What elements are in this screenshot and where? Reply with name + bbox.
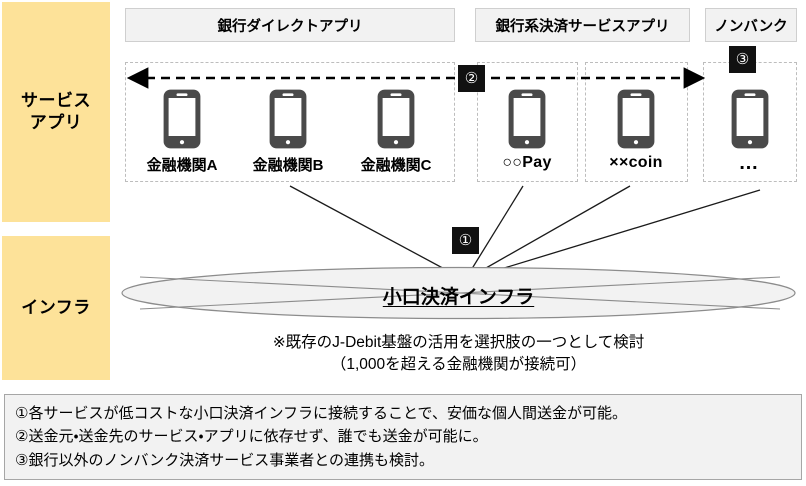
smartphone-icon bbox=[269, 89, 307, 149]
category-header-nonbank: ノンバンク bbox=[705, 8, 797, 42]
group-box-maru-pay bbox=[477, 62, 578, 182]
legend-line-1: ①各サービスが低コストな小口決済インフラに接続することで、安価な個人間送金が可能… bbox=[15, 405, 627, 422]
band-service-text: サービスアプリ bbox=[21, 91, 91, 132]
category-header-nonbank-label: ノンバンク bbox=[714, 18, 788, 35]
footnote-line-2: （1,000を超える金融機関が接続可） bbox=[330, 356, 587, 374]
app-item-kinyu-c[interactable]: 金融機関C bbox=[348, 88, 444, 175]
app-item-xx-coin[interactable]: ××coin bbox=[588, 88, 684, 172]
app-label-kinyu-c: 金融機関C bbox=[360, 157, 432, 174]
app-label-kinyu-a: 金融機関A bbox=[146, 157, 218, 174]
group-box-bank-direct bbox=[125, 62, 455, 182]
badge-three: ③ bbox=[729, 46, 756, 73]
smartphone-icon bbox=[617, 89, 655, 149]
category-header-bank-direct-label: 銀行ダイレクトアプリ bbox=[217, 18, 363, 35]
app-item-kinyu-b[interactable]: 金融機関B bbox=[240, 88, 336, 175]
band-label-service-app: サービスアプリ bbox=[2, 2, 110, 222]
legend-line-3: ③銀行以外のノンバンク決済サービス事業者との連携も検討。 bbox=[15, 451, 435, 469]
app-label-maru-pay: ○○Pay bbox=[502, 154, 552, 171]
band-label-infrastructure: インフラ bbox=[2, 236, 110, 380]
connector-lines bbox=[289, 185, 761, 281]
badge-two: ② bbox=[458, 65, 485, 92]
infrastructure-footnote: ※既存のJ-Debit基盤の活用を選択肢の一つとして検討 （1,000を超える金… bbox=[122, 332, 795, 377]
smartphone-icon bbox=[731, 89, 769, 149]
badge-one: ① bbox=[452, 227, 479, 254]
app-item-kinyu-a[interactable]: 金融機関A bbox=[134, 88, 230, 175]
app-label-xx-coin: ××coin bbox=[609, 154, 663, 171]
app-label-kinyu-b: 金融機関B bbox=[252, 157, 324, 174]
smartphone-icon bbox=[377, 89, 415, 149]
smartphone-icon bbox=[508, 89, 546, 149]
legend-line-2: ②送金元・送金先のサービス・アプリに依存せず、誰でも送金が可能に。 bbox=[15, 428, 488, 446]
app-item-maru-pay[interactable]: ○○Pay bbox=[479, 88, 575, 172]
footnote-line-1: ※既存のJ-Debit基盤の活用を選択肢の一つとして検討 bbox=[272, 334, 645, 351]
group-box-xx-coin bbox=[585, 62, 688, 182]
smartphone-icon bbox=[163, 89, 201, 149]
band-infra-text: インフラ bbox=[21, 298, 91, 318]
legend-box: ①各サービスが低コストな小口決済インフラに接続することで、安価な個人間送金が可能… bbox=[4, 394, 802, 480]
category-header-bank-direct: 銀行ダイレクトアプリ bbox=[125, 8, 455, 42]
category-header-bank-payment-label: 銀行系決済サービスアプリ bbox=[495, 18, 670, 35]
app-label-etc: … bbox=[738, 152, 762, 174]
app-item-etc[interactable]: … bbox=[702, 88, 798, 174]
infrastructure-label: 小口決済インフラ bbox=[382, 287, 535, 308]
category-header-bank-payment: 銀行系決済サービスアプリ bbox=[475, 8, 690, 42]
